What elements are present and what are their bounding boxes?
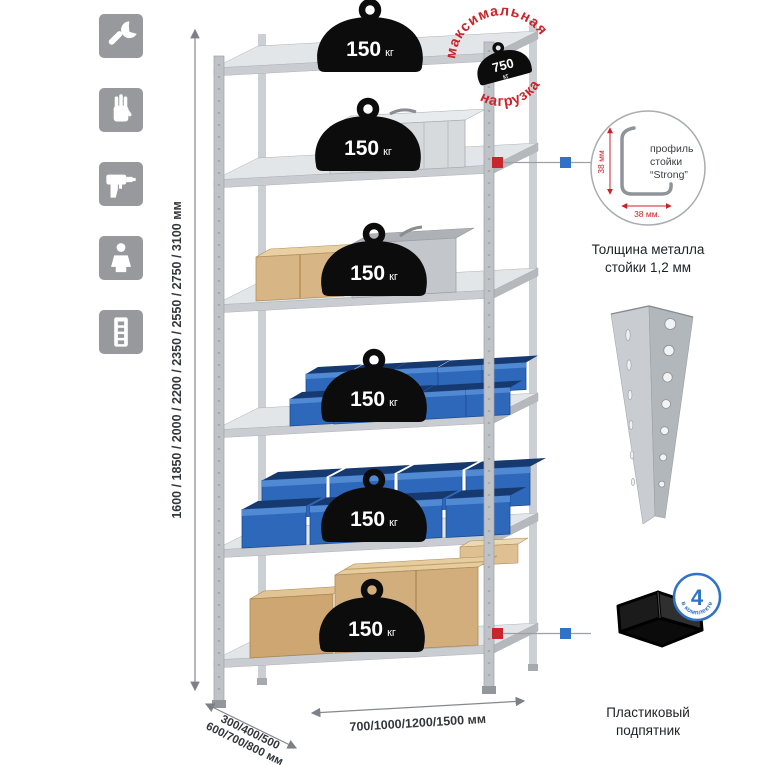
back-left-post xyxy=(258,34,266,680)
profile-connector xyxy=(492,157,591,168)
connector-marker-blue-top xyxy=(560,157,571,168)
profile-label-line1: профиль xyxy=(650,143,694,155)
wrench-icon xyxy=(99,14,143,58)
kit-badge-value: 4 xyxy=(691,585,704,610)
profile-caption: Толщина металла стойки 1,2 мм xyxy=(563,241,733,276)
profile-dim-height: 38 мм xyxy=(596,150,606,174)
connector-marker-blue-bottom xyxy=(560,628,571,639)
profile-caption-line2: стойки 1,2 мм xyxy=(604,259,692,275)
profile-cross-section xyxy=(620,126,673,196)
profile-label-line3: “Strong” xyxy=(650,169,688,181)
height-dimension-label: 1600 / 1850 / 2000 / 2200 / 2350 / 2550 … xyxy=(170,201,184,518)
stamp-unit: кг xyxy=(502,71,510,81)
foot-caption: Пластиковый подпятник xyxy=(563,704,733,739)
connector-marker-red-top xyxy=(492,157,503,168)
depth-dimension: 300/400/500 600/700/800 мм xyxy=(204,703,298,765)
gloves-icon xyxy=(99,88,143,132)
width-dimension-label: 700/1000/1200/1500 мм xyxy=(349,712,486,734)
profile-dim-width: 38 мм. xyxy=(634,209,660,219)
foot-connector xyxy=(492,628,591,639)
post-profile-diagram: 38 мм 38 мм. профиль стойки “Strong” xyxy=(590,110,706,226)
drill-icon xyxy=(99,162,143,206)
connector-marker-red-bottom xyxy=(492,628,503,639)
kit-badge: 4 в комплекте xyxy=(672,572,722,622)
stamp-value: 750 xyxy=(490,55,515,75)
profile-caption-line1: Толщина металла xyxy=(591,242,705,257)
foot-caption-line1: Пластиковый xyxy=(606,705,690,720)
rack-post-icon xyxy=(99,310,143,354)
foot-caption-line2: подпятник xyxy=(615,722,681,738)
angle-post-image xyxy=(610,305,694,525)
height-dimension: 1600 / 1850 / 2000 / 2200 / 2350 / 2550 … xyxy=(170,28,200,692)
person-icon xyxy=(99,236,143,280)
back-right-post xyxy=(529,20,537,666)
width-dimension: 700/1000/1200/1500 мм xyxy=(310,696,526,734)
profile-label-line2: стойки xyxy=(650,156,682,168)
